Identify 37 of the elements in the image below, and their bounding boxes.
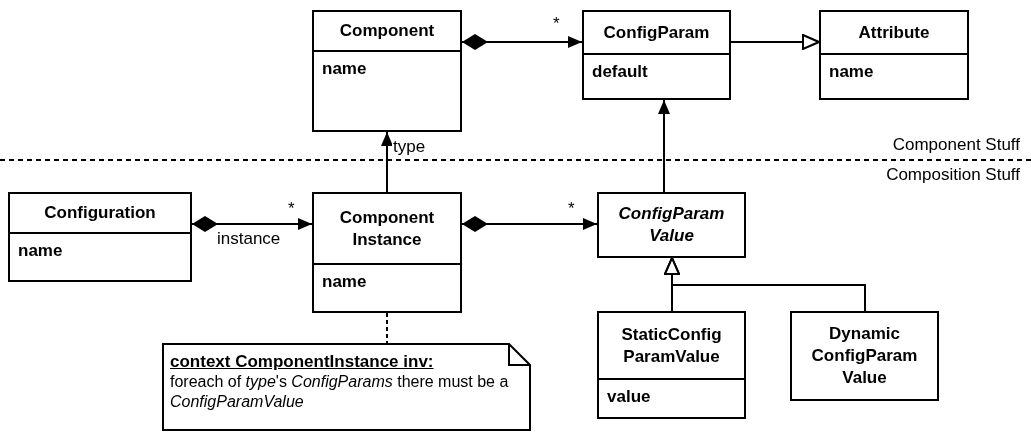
section-label: Component Stuff bbox=[892, 135, 1020, 155]
section-label: Composition Stuff bbox=[886, 165, 1020, 185]
class-box bbox=[312, 10, 462, 132]
class-name: Component bbox=[339, 20, 435, 42]
attribute-text: default bbox=[592, 62, 648, 81]
attribute-text: name bbox=[18, 241, 63, 260]
class-box bbox=[582, 10, 731, 100]
class-box bbox=[819, 10, 969, 100]
generalization-arrow bbox=[664, 257, 866, 312]
class-name: StaticConfig ParamValue bbox=[620, 323, 723, 368]
class-box bbox=[8, 192, 192, 282]
composition-arrow bbox=[461, 216, 598, 232]
class-box bbox=[790, 311, 939, 401]
multiplicity-label: * bbox=[553, 14, 560, 34]
composition-arrow bbox=[461, 34, 583, 50]
attribute-text: value bbox=[607, 387, 651, 406]
composition-arrow bbox=[191, 216, 313, 232]
multiplicity-label: * bbox=[288, 199, 295, 219]
class-name: ConfigParam bbox=[603, 21, 710, 44]
association-arrow bbox=[381, 131, 393, 193]
multiplicity-label: * bbox=[568, 199, 575, 219]
attribute-text: name bbox=[829, 62, 874, 81]
class-box bbox=[312, 192, 462, 313]
attribute-text: name bbox=[322, 59, 367, 78]
class-box bbox=[597, 311, 746, 419]
class-name: Attribute bbox=[858, 21, 930, 44]
class-name: ConfigParam Value bbox=[617, 203, 726, 247]
attribute-text: name bbox=[322, 272, 367, 291]
class-box bbox=[597, 192, 746, 258]
class-name: Component Instance bbox=[338, 206, 436, 251]
class-name: Dynamic ConfigParam Value bbox=[810, 323, 919, 389]
note-heading: context ComponentInstance inv: bbox=[169, 352, 435, 372]
note-connector bbox=[386, 312, 388, 344]
association-arrow bbox=[658, 99, 670, 193]
generalization-arrow bbox=[730, 34, 820, 50]
note-text: foreach of type's ConfigParams there must be a ConfigParamValue bbox=[169, 372, 510, 412]
class-name: Configuration bbox=[44, 202, 156, 224]
